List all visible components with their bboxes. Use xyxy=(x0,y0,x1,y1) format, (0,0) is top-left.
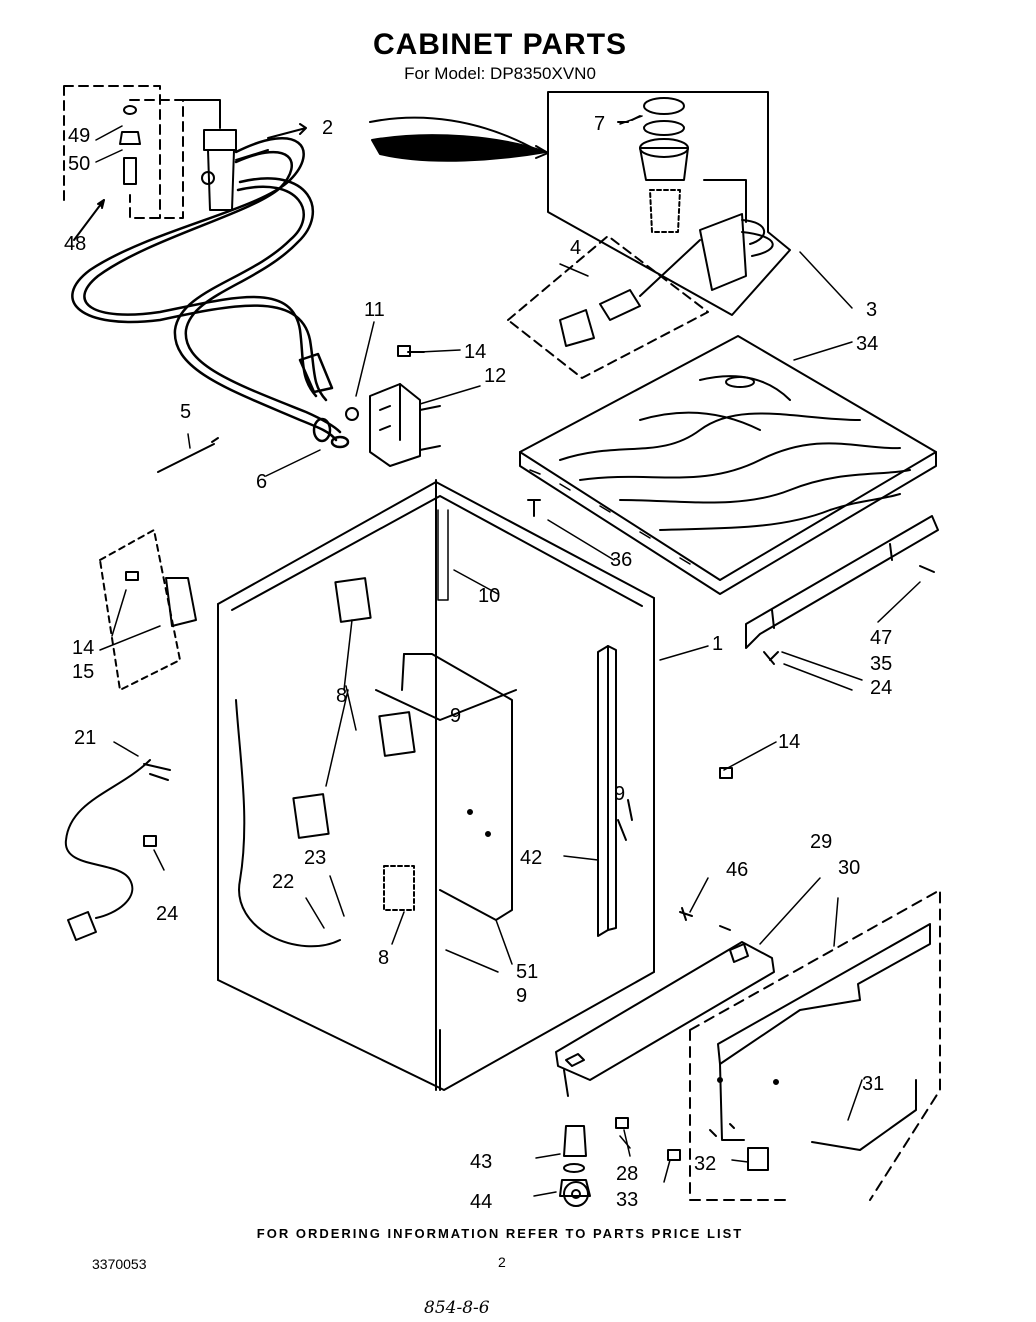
flow-arrow xyxy=(369,116,549,162)
callout-14-left: 14 xyxy=(72,637,94,659)
callout-34: 34 xyxy=(856,333,878,355)
ordering-note: FOR ORDERING INFORMATION REFER TO PARTS … xyxy=(256,1226,744,1241)
callout-50: 50 xyxy=(68,153,90,175)
callout-5: 5 xyxy=(180,401,191,423)
callout-15: 15 xyxy=(72,661,94,683)
leader-lines xyxy=(95,115,921,1197)
wood-top xyxy=(519,335,937,595)
valve-parts-group xyxy=(63,85,184,241)
callout-9-mid: 9 xyxy=(614,783,625,805)
side-channel xyxy=(597,645,633,937)
inlet-bracket xyxy=(369,383,441,467)
air-gap-assembly xyxy=(547,91,791,316)
power-cord xyxy=(64,529,341,948)
callout-49: 49 xyxy=(68,125,90,147)
callout-10: 10 xyxy=(478,585,500,607)
callout-9-top: 9 xyxy=(450,705,461,727)
callout-4: 4 xyxy=(570,237,581,259)
callout-35: 35 xyxy=(870,653,892,675)
callout-31: 31 xyxy=(862,1073,884,1095)
callout-6: 6 xyxy=(256,471,267,493)
callout-1: 1 xyxy=(712,633,723,655)
callout-11: 11 xyxy=(364,299,385,321)
callout-23: 23 xyxy=(304,847,326,869)
fill-hose xyxy=(71,137,350,449)
callout-labels: 2 7 3 4 34 49 50 48 11 14 12 5 6 36 10 1… xyxy=(64,113,892,1213)
callout-29: 29 xyxy=(810,831,832,853)
document-number: 3370053 xyxy=(92,1256,147,1272)
callout-36: 36 xyxy=(610,549,632,571)
callout-51: 51 xyxy=(516,961,538,983)
callout-33: 33 xyxy=(616,1189,638,1211)
callout-24-left: 24 xyxy=(156,903,178,925)
model-subtitle: For Model: DP8350XVN0 xyxy=(404,64,596,83)
callout-48: 48 xyxy=(64,233,86,255)
callout-22: 22 xyxy=(272,871,294,893)
callout-12: 12 xyxy=(484,365,506,387)
cabinet-frame xyxy=(217,479,655,1091)
callout-8-top: 8 xyxy=(336,685,347,707)
callout-8-bottom: 8 xyxy=(378,947,389,969)
callout-47: 47 xyxy=(870,627,892,649)
side-rail xyxy=(745,515,939,665)
screws xyxy=(125,345,733,1161)
callout-24-right: 24 xyxy=(870,677,892,699)
callout-14-right: 14 xyxy=(778,731,800,753)
page-title: CABINET PARTS xyxy=(372,28,628,61)
callout-32: 32 xyxy=(694,1153,716,1175)
callout-3: 3 xyxy=(866,299,877,321)
callout-21: 21 xyxy=(74,727,96,749)
fill-valve xyxy=(182,99,307,211)
callout-44: 44 xyxy=(470,1191,492,1213)
callout-42: 42 xyxy=(520,847,542,869)
lower-access-panel xyxy=(689,889,941,1201)
kick-plate xyxy=(555,941,775,1097)
callout-2: 2 xyxy=(322,117,333,139)
connector-parts-group xyxy=(507,235,709,379)
callout-9-bottom: 9 xyxy=(516,985,527,1007)
callout-46: 46 xyxy=(726,859,748,881)
callout-28: 28 xyxy=(616,1163,638,1185)
handwritten-note: 854-8-6 xyxy=(424,1298,490,1318)
callout-14-top: 14 xyxy=(464,341,486,363)
callout-7: 7 xyxy=(594,113,605,135)
leveling-leg xyxy=(559,1125,591,1207)
page-number: 2 xyxy=(498,1254,506,1270)
callout-43: 43 xyxy=(470,1151,492,1173)
inner-panel xyxy=(375,653,517,921)
callout-30: 30 xyxy=(838,857,860,879)
